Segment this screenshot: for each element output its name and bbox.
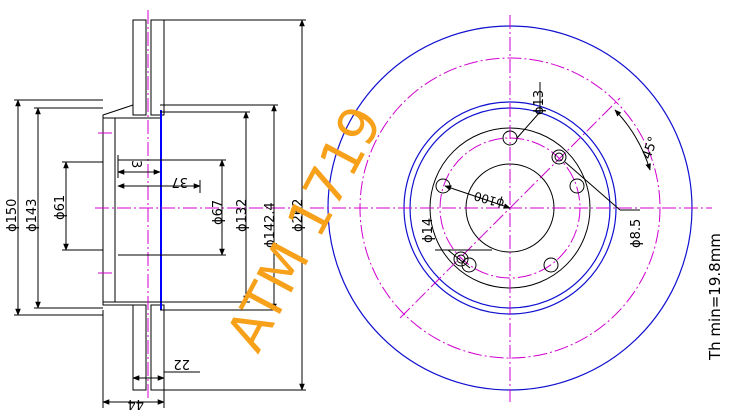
- dim-8-5-label: ϕ8.5: [629, 219, 644, 248]
- dim-44-label: 44: [127, 396, 144, 411]
- lower-ring-section: [132, 304, 165, 391]
- dim-13-label: ϕ13: [532, 90, 547, 115]
- front-view: ϕ13 ϕ100 ϕ14 ϕ8.5 45°: [310, 15, 712, 402]
- dim-262-label: ϕ262: [291, 199, 306, 232]
- side-section-view: ϕ150 ϕ143 ϕ61 3 37 ϕ67 ϕ132 ϕ142.4: [5, 10, 306, 411]
- dim-14-label: ϕ14: [421, 218, 436, 243]
- angle-45-label: 45°: [640, 135, 662, 162]
- dim-150-label: ϕ150: [5, 199, 20, 232]
- upper-ring-section: [132, 19, 165, 116]
- dim-61-label: ϕ61: [53, 195, 68, 220]
- dim-37-label: 37: [171, 174, 188, 189]
- dim-22-label: 22: [173, 356, 190, 371]
- min-thickness-note: Th min=19.8mm: [706, 233, 724, 361]
- dim-3-label: 3: [128, 160, 143, 168]
- dim-67-label: ϕ67: [211, 200, 226, 225]
- dim-132-label: ϕ132: [235, 199, 250, 232]
- dim-100-label: ϕ100: [472, 189, 505, 211]
- hat-section: [102, 104, 160, 306]
- dim-143-label: ϕ143: [25, 199, 40, 232]
- dim-142-4-label: ϕ142.4: [263, 202, 278, 248]
- locating-holes: [453, 149, 567, 267]
